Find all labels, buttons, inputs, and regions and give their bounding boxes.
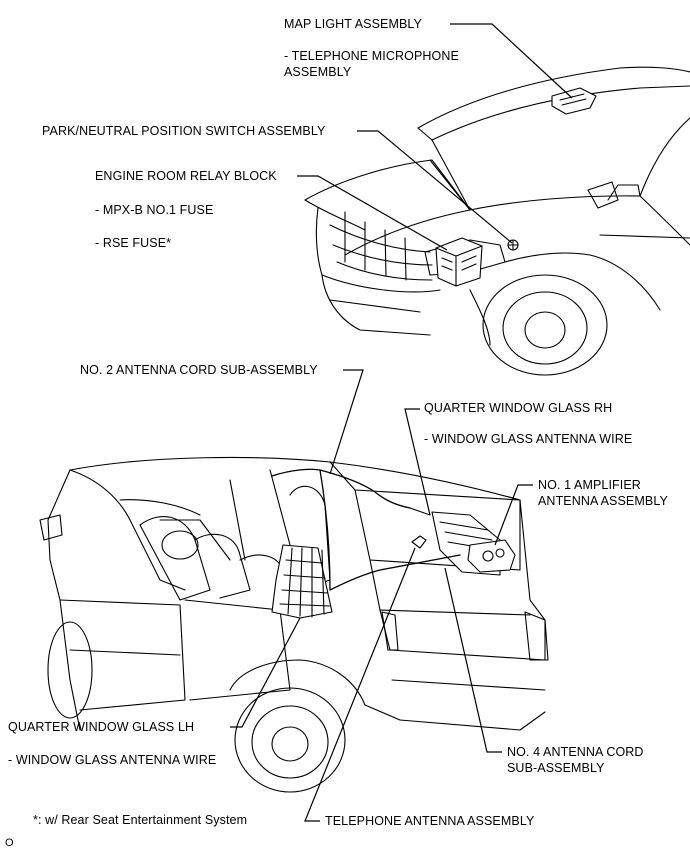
label-no4-antenna-cord-line2: SUB-ASSEMBLY <box>507 761 605 775</box>
label-antenna-wire-rh: - WINDOW GLASS ANTENNA WIRE <box>424 432 633 446</box>
label-no1-amplifier-line2: ANTENNA ASSEMBLY <box>538 494 668 508</box>
label-map-light: MAP LIGHT ASSEMBLY <box>284 17 422 31</box>
label-park-neutral-switch: PARK/NEUTRAL POSITION SWITCH ASSEMBLY <box>42 124 326 138</box>
label-no4-antenna-cord: NO. 4 ANTENNA CORD <box>507 745 644 759</box>
label-engine-room-relay-block: ENGINE ROOM RELAY BLOCK <box>95 169 277 183</box>
leader-lines <box>230 23 573 822</box>
label-mpx-fuse: - MPX-B NO.1 FUSE <box>95 203 214 217</box>
label-rse-fuse: - RSE FUSE* <box>95 236 172 250</box>
front-vehicle-drawing <box>304 66 690 376</box>
corner-mark: O <box>5 837 14 849</box>
label-telephone-microphone: - TELEPHONE MICROPHONE <box>284 49 459 63</box>
label-quarter-window-lh: QUARTER WINDOW GLASS LH <box>8 720 195 734</box>
label-telephone-antenna: TELEPHONE ANTENNA ASSEMBLY <box>325 814 535 828</box>
footnote: *: w/ Rear Seat Entertainment System <box>33 813 248 827</box>
label-no2-antenna-cord: NO. 2 ANTENNA CORD SUB-ASSEMBLY <box>80 363 318 377</box>
label-no1-amplifier: NO. 1 AMPLIFIER <box>538 478 641 492</box>
label-telephone-microphone-line2: ASSEMBLY <box>284 65 352 79</box>
label-quarter-window-rh: QUARTER WINDOW GLASS RH <box>424 401 613 415</box>
rear-vehicle-drawing <box>39 456 549 793</box>
label-antenna-wire-lh: - WINDOW GLASS ANTENNA WIRE <box>8 753 217 767</box>
